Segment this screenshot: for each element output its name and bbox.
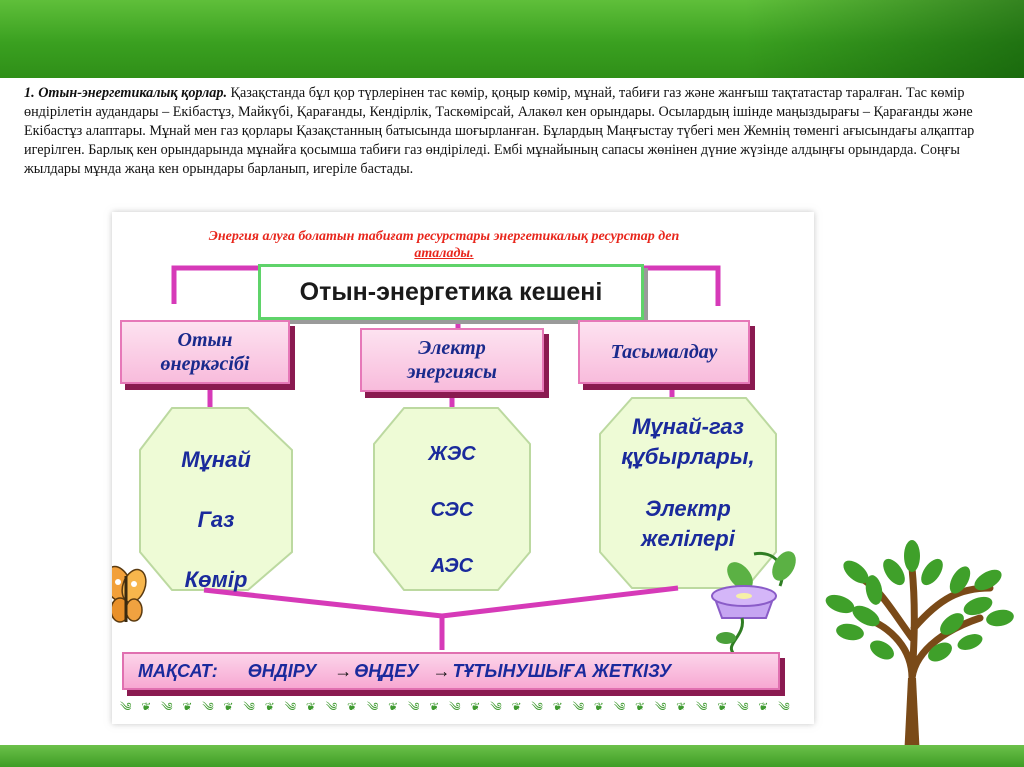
tree-icon (825, 540, 1014, 758)
group-item: құбырлары, (621, 444, 755, 469)
group-item: Газ (197, 507, 235, 532)
diagram-canvas (112, 265, 796, 656)
group-item: Көмір (184, 567, 248, 592)
category-label: энергиясы (407, 361, 497, 383)
flower-icon (711, 551, 796, 656)
category-label: Электр (418, 337, 486, 359)
intro-lead: 1. Отын-энергетикалық қорлар. (24, 85, 227, 101)
group-octagon-fuel (139, 407, 293, 591)
caption-line-2: аталады. (414, 246, 474, 261)
group-item: желілері (641, 526, 735, 551)
category-label: Отын (177, 329, 233, 351)
intro-paragraph: 1. Отын-энергетикалық қорлар. Қазақстанд… (24, 84, 1014, 179)
group-item: Мұнай-газ (632, 414, 744, 439)
category-fuel-industry: Отын өнеркәсібі (120, 320, 290, 384)
header-band (0, 0, 1024, 78)
arrow-right-icon: → (432, 660, 451, 681)
category-electric-energy: Электр энергиясы (360, 328, 544, 392)
goal-step-produce: ӨНДІРУ (247, 660, 317, 681)
group-item: Электр (645, 496, 731, 521)
caption-line-1: Энергия алуға болатын табиғат ресурстары… (208, 229, 680, 244)
group-list-transport: Мұнай-газ құбырлары, Электр желілері (600, 412, 776, 554)
goal-bar: МАҚСАТ: ӨНДІРУ → ӨҢДЕУ → ТҰТЫНУШЫҒА ЖЕТК… (122, 652, 780, 690)
intro-body: Қазақстанда бұл қор түрлерінен тас көмір… (24, 85, 975, 177)
goal-step-deliver: ТҰТЫНУШЫҒА ЖЕТКІЗУ (452, 660, 672, 681)
diagram-title: Отын-энергетика кешені (258, 264, 644, 320)
header-band-shade (744, 0, 1024, 78)
group-item: Мұнай (181, 447, 251, 472)
goal-step-process: ӨҢДЕУ (354, 660, 419, 681)
group-item: СЭС (430, 499, 474, 521)
group-item: ЖЭС (428, 443, 476, 465)
diagram-panel: Энергия алуға болатын табиғат ресурстары… (112, 212, 814, 724)
arrow-right-icon: → (334, 660, 353, 681)
category-transport: Тасымалдау (578, 320, 750, 384)
group-octagon-power (373, 407, 531, 591)
diagram-caption: Энергия алуға болатын табиғат ресурстары… (124, 228, 764, 262)
group-list-fuel: Мұнай Газ Көмір (140, 430, 292, 610)
group-item: АЭС (430, 555, 474, 577)
category-label: Тасымалдау (610, 341, 718, 363)
ornament-border: ༄ ❦ ༄ ❦ ༄ ❦ ༄ ❦ ༄ ❦ ༄ ❦ ༄ ❦ ༄ ❦ ༄ ❦ ༄ ❦ … (120, 700, 792, 710)
goal-label: МАҚСАТ: (138, 660, 218, 681)
butterfly-icon (112, 565, 147, 623)
footer-band (0, 745, 1024, 767)
category-label: өнеркәсібі (160, 353, 250, 375)
group-list-power: ЖЭС СЭС АЭС (374, 426, 530, 594)
